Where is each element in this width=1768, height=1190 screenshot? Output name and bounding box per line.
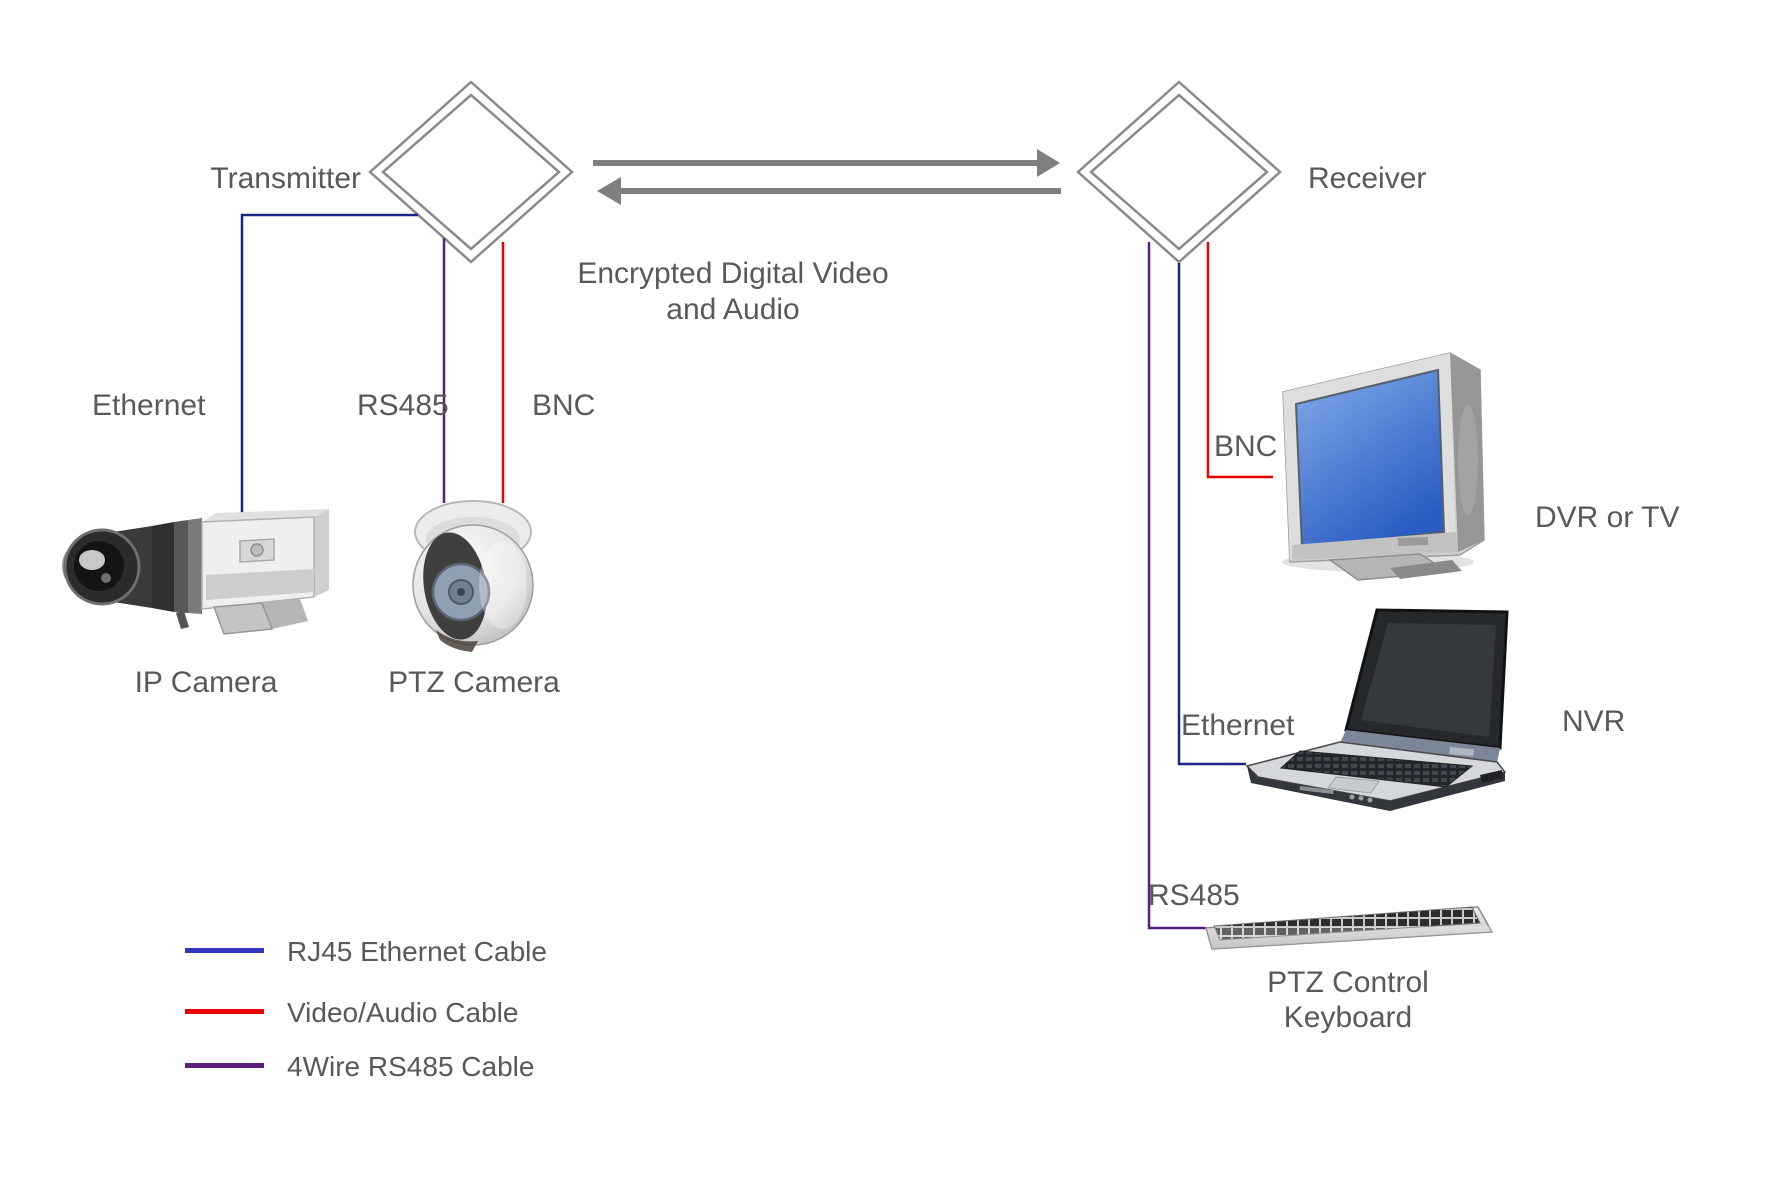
ptz-camera-illustration — [412, 500, 534, 652]
return-arrow-icon — [597, 177, 1061, 205]
legend-label-rs485: 4Wire RS485 Cable — [287, 1051, 535, 1082]
ptz-keyboard-label: PTZ Control Keyboard — [1267, 966, 1429, 1034]
ip-camera-illustration — [62, 509, 329, 635]
receiver-label: Receiver — [1308, 162, 1427, 195]
rs485-right-label: RS485 — [1148, 879, 1240, 912]
transmitter-label: Transmitter — [210, 162, 361, 195]
nvr-label: NVR — [1562, 705, 1626, 738]
bnc-left-label: BNC — [532, 389, 596, 422]
ptz-keyboard-illustration — [1205, 906, 1494, 950]
ethernet-cable-right-line — [1177, 263, 1246, 766]
legend-swatch-rs485 — [185, 1063, 264, 1068]
channel-caption: Encrypted Digital Video and Audio — [513, 256, 953, 328]
dvr-tv-label: DVR or TV — [1535, 501, 1680, 534]
legend-label-video-audio: Video/Audio Cable — [287, 997, 519, 1028]
ptz-camera-label: PTZ Camera — [388, 666, 560, 699]
bnc-right-label: BNC — [1214, 430, 1278, 463]
ip-camera-label: IP Camera — [134, 666, 278, 699]
nvr-laptop-illustration — [1245, 608, 1509, 811]
legend-swatch-ethernet — [185, 948, 264, 953]
ethernet-cable-left-line — [240, 213, 418, 523]
ethernet-right-label: Ethernet — [1181, 709, 1295, 742]
forward-arrow-icon — [593, 149, 1060, 177]
bnc-cable-right-line — [1206, 242, 1273, 479]
legend-label-ethernet: RJ45 Ethernet Cable — [287, 936, 547, 967]
ethernet-left-label: Ethernet — [92, 389, 206, 422]
channel-caption-line1: Encrypted Digital Video — [577, 257, 889, 290]
legend-swatch-video-audio — [185, 1009, 264, 1014]
channel-caption-line2: and Audio — [666, 293, 800, 326]
transmitter-diamond-shape — [368, 80, 574, 264]
dvr-tv-illustration — [1282, 352, 1485, 581]
rs485-cable-right-line — [1147, 242, 1206, 930]
rs485-left-label: RS485 — [357, 389, 449, 422]
receiver-diamond-shape — [1076, 80, 1282, 264]
